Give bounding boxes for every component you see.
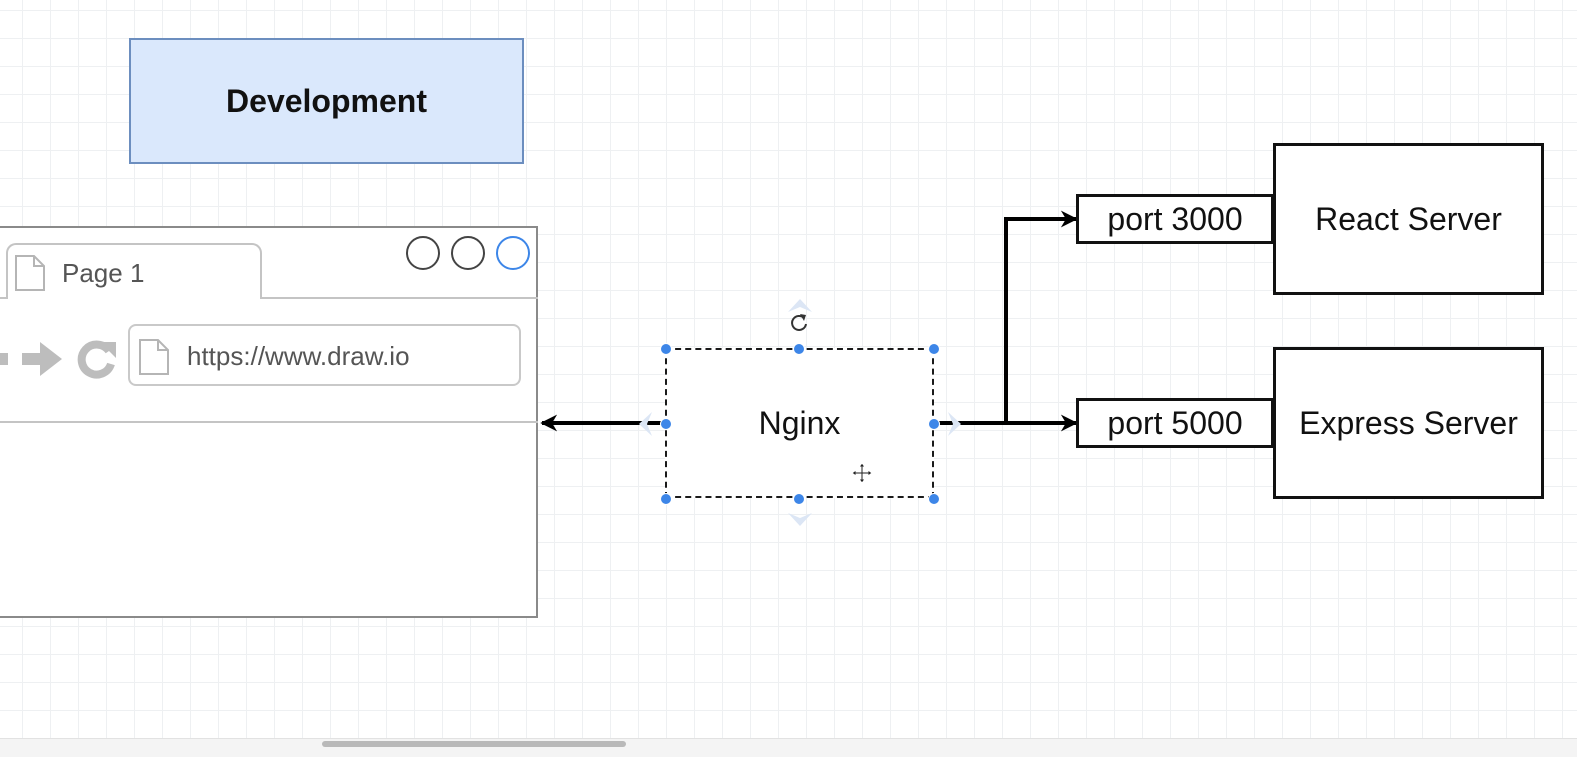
forward-arrow-icon[interactable] xyxy=(20,338,64,380)
resize-handle[interactable] xyxy=(793,343,805,355)
resize-handle[interactable] xyxy=(660,493,672,505)
tab-label: Page 1 xyxy=(62,258,145,288)
browser-tab[interactable] xyxy=(6,243,262,299)
react-server-box[interactable]: React Server xyxy=(1273,143,1544,295)
back-arrow-icon[interactable] xyxy=(0,344,12,374)
connect-right-arrow-icon[interactable] xyxy=(946,410,964,438)
connect-down-arrow-icon[interactable] xyxy=(786,511,814,529)
resize-handle[interactable] xyxy=(928,418,940,430)
nginx-label: Nginx xyxy=(758,404,841,441)
resize-handle[interactable] xyxy=(928,493,940,505)
development-label-box[interactable]: Development xyxy=(129,38,524,164)
react-port-box[interactable]: port 3000 xyxy=(1076,194,1274,244)
express-port-box[interactable]: port 5000 xyxy=(1076,398,1274,448)
express-port-label: port 5000 xyxy=(1107,404,1243,441)
scrollbar-thumb[interactable] xyxy=(322,741,626,747)
horizontal-scrollbar[interactable] xyxy=(0,738,1577,757)
browser-content-divider xyxy=(0,421,538,423)
react-server-label: React Server xyxy=(1315,200,1502,237)
nginx-box[interactable]: Nginx xyxy=(665,348,934,498)
resize-handle[interactable] xyxy=(928,343,940,355)
page-icon xyxy=(139,339,169,375)
reload-icon[interactable] xyxy=(76,338,118,380)
nginx-to-react-arrow[interactable] xyxy=(1004,210,1078,423)
connect-up-arrow-icon[interactable] xyxy=(786,296,814,314)
rotate-handle-icon[interactable] xyxy=(788,312,810,334)
tab-divider xyxy=(262,297,538,299)
development-label: Development xyxy=(226,82,427,119)
move-cursor-icon xyxy=(851,462,873,484)
window-control-circle[interactable] xyxy=(496,236,530,270)
connect-left-arrow-icon[interactable] xyxy=(636,410,654,438)
react-port-label: port 3000 xyxy=(1107,200,1243,237)
window-control-circle[interactable] xyxy=(406,236,440,270)
resize-handle[interactable] xyxy=(660,343,672,355)
window-control-circle[interactable] xyxy=(451,236,485,270)
tab-divider xyxy=(0,297,6,299)
express-server-box[interactable]: Express Server xyxy=(1273,347,1544,499)
express-server-label: Express Server xyxy=(1299,404,1518,441)
resize-handle[interactable] xyxy=(793,493,805,505)
page-icon xyxy=(15,255,45,291)
url-text[interactable]: https://www.draw.io xyxy=(187,341,410,371)
resize-handle[interactable] xyxy=(660,418,672,430)
url-bar[interactable] xyxy=(128,324,521,386)
